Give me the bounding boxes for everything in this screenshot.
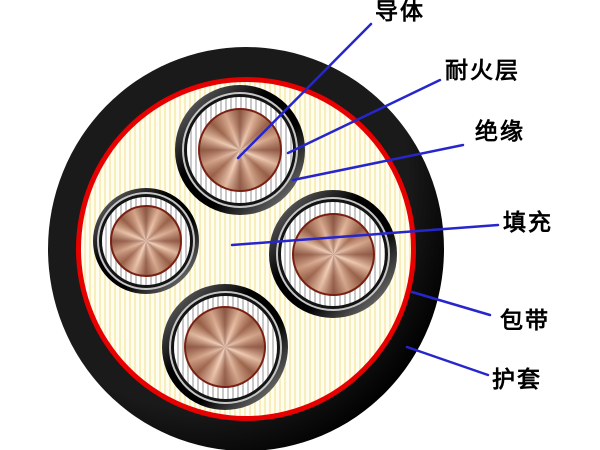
label-filling: 填充 (503, 209, 553, 235)
label-sheath: 护套 (492, 366, 542, 392)
label-conductor: 导体 (375, 0, 425, 24)
label-fire-layer: 耐火层 (445, 57, 520, 83)
core-bottom-fire-layer-ring (173, 295, 277, 399)
core-bottom-conductor-disc (184, 306, 266, 388)
core-left-insulation-ring (93, 188, 199, 294)
core-left-fire-layer-ring (102, 197, 190, 285)
label-insulation: 绝缘 (475, 118, 525, 144)
core-bottom-insulation-ring (162, 284, 288, 410)
core-left-conductor-disc (110, 205, 182, 277)
label-tape: 包带 (500, 307, 550, 333)
